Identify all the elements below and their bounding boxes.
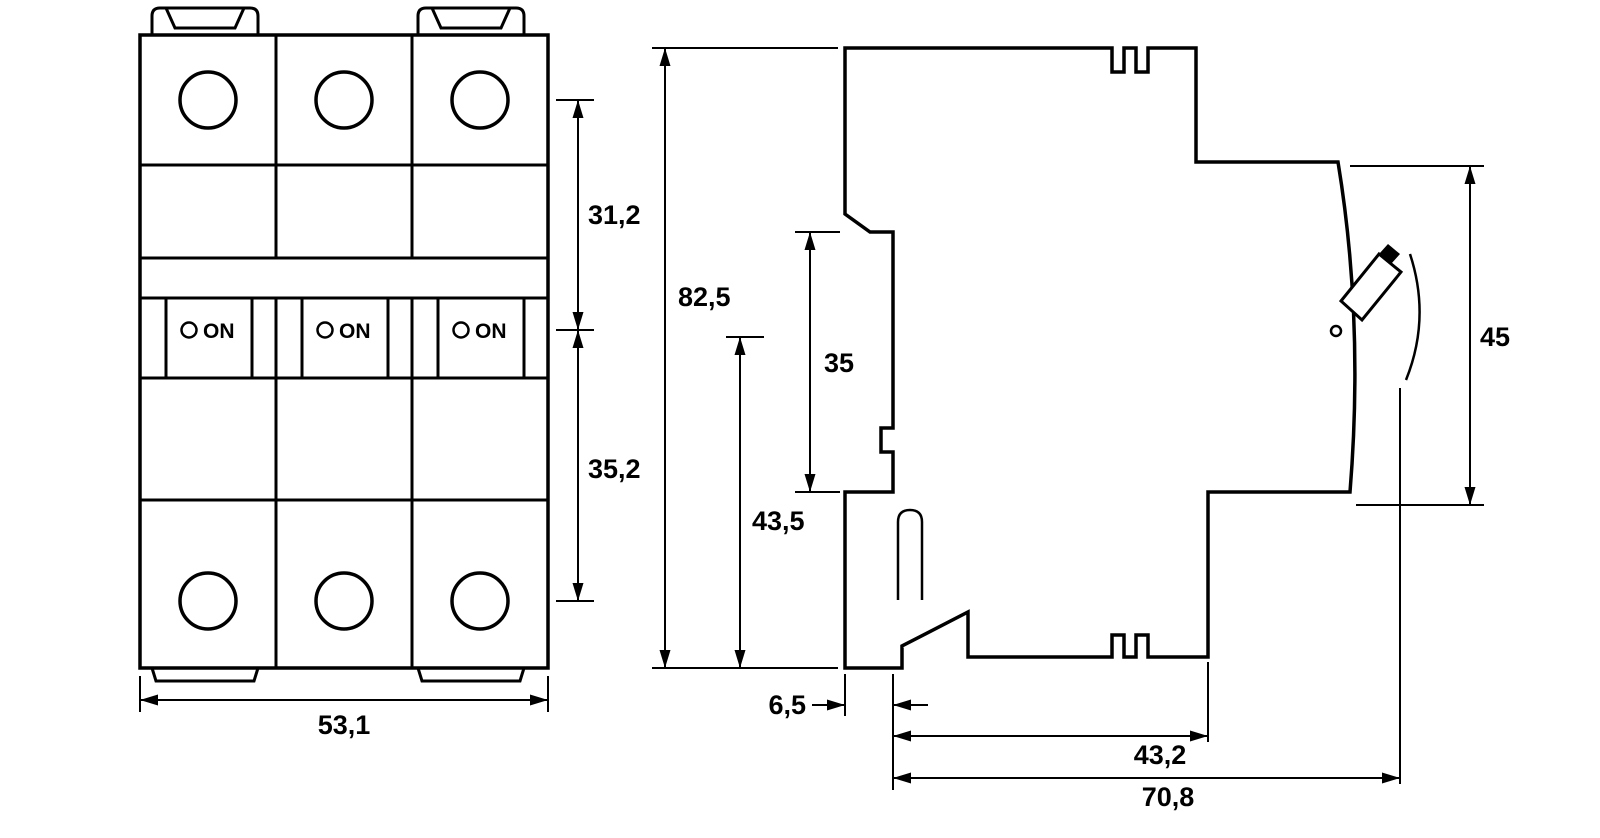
on-indicator-pole2: ON (316, 320, 371, 343)
terminal-screw-circle (450, 70, 510, 130)
dim-width-label: 53,1 (318, 710, 371, 740)
bottom-tab-left (150, 667, 260, 683)
dim-switch-to-terminal-label: 35,2 (588, 454, 641, 484)
breaker-front-outline (138, 33, 550, 670)
terminal-screw-circle (178, 571, 238, 631)
extension-lines (652, 47, 1484, 790)
side-view-dimensions: 82,5 35 43,5 45 6,5 43,2 70,8 (652, 47, 1510, 812)
switch-frames (164, 298, 526, 378)
dim-terminal-to-switch-label: 31,2 (588, 200, 641, 230)
on-indicator-circle (180, 321, 198, 339)
dim-lines (140, 100, 579, 701)
terminal-screw-circle (178, 70, 238, 130)
front-section-lines (140, 163, 548, 502)
pole-dividers (274, 35, 414, 668)
on-indicator-pole3: ON (452, 320, 507, 343)
dim-total-depth-label: 70,8 (1142, 782, 1195, 812)
side-view (843, 46, 1421, 670)
breaker-side-outline (843, 46, 1357, 670)
dim-handle-to-bottom-label: 43,5 (752, 506, 805, 536)
din-clip-slot (896, 508, 924, 600)
on-label: ON (475, 320, 507, 343)
front-view: ON ON ON (138, 6, 550, 683)
front-view-dimensions: 31,2 35,2 53,1 (139, 99, 641, 740)
on-indicator-circle (316, 321, 334, 339)
on-indicator-circle (452, 321, 470, 339)
dim-rear-section-label: 35 (824, 348, 854, 378)
on-label: ON (339, 320, 371, 343)
toggle-lever-tip (1379, 244, 1400, 264)
on-indicator-pole1: ON (180, 320, 235, 343)
terminal-screw-circle (314, 571, 374, 631)
dim-body-depth-label: 43,2 (1134, 740, 1187, 770)
dim-height-label: 82,5 (678, 282, 731, 312)
bottom-tab-right (416, 667, 526, 683)
top-tab-right (416, 6, 526, 36)
terminal-screw-circle (450, 571, 510, 631)
dim-front-face-label: 45 (1480, 322, 1510, 352)
lever-travel-arc (1404, 253, 1421, 381)
extension-lines (139, 99, 594, 712)
top-tab-left (150, 6, 260, 36)
dim-clip-protrusion-label: 6,5 (768, 690, 806, 720)
terminal-screw-circle (314, 70, 374, 130)
on-label: ON (203, 320, 235, 343)
lever-pivot-screw (1329, 324, 1343, 338)
toggle-lever (1338, 251, 1404, 323)
